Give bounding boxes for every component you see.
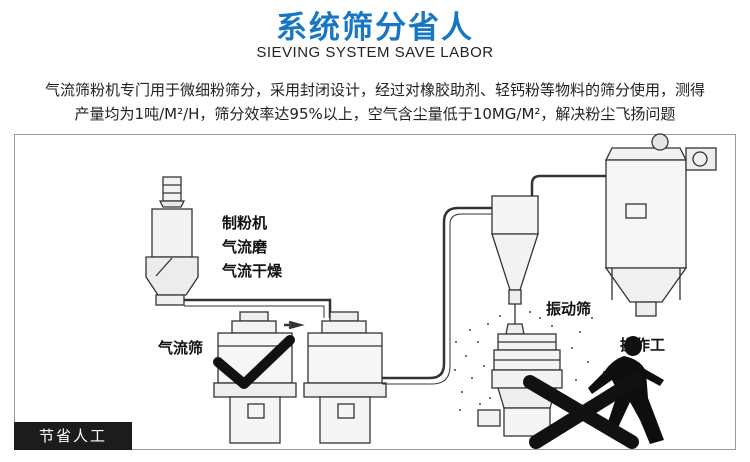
air-sieve-right (303, 311, 387, 444)
description-line-2: 产量均为1吨/M²/H，筛分效率达95%以上，空气含尘量低于10MG/M²，解决… (74, 105, 676, 123)
cyclone (491, 174, 600, 324)
mill-label-1: 制粉机 (222, 214, 268, 232)
operator-label: 操作工 (620, 336, 666, 354)
vibrating-sieve-label: 振动筛 (546, 300, 592, 318)
bag-filter (600, 133, 717, 317)
mill-label-3: 气流干燥 (222, 262, 283, 280)
description-line-1: 气流筛粉机专门用于微细粉筛分，采用封闭设计，经过对橡胶助剂、轻钙粉等物料的筛分使… (44, 81, 705, 99)
operator-figure (588, 336, 664, 444)
vibrating-sieve (477, 323, 563, 437)
air-sieve-label: 气流筛 (158, 339, 204, 357)
cross-mark-icon (523, 373, 643, 449)
dust-particles (454, 311, 605, 411)
mill-machine (145, 176, 199, 306)
description: 气流筛粉机专门用于微细粉筛分，采用封闭设计，经过对橡胶助剂、轻钙粉等物料的筛分使… (20, 78, 730, 126)
air-sieve-left (213, 311, 297, 444)
check-mark-icon (213, 335, 295, 389)
save-labor-badge: 节省人工 (14, 422, 132, 450)
page-title: 系统筛分省人 (276, 10, 474, 46)
diagram-frame (14, 134, 736, 450)
mill-label-2: 气流磨 (222, 238, 268, 256)
page-subtitle: SIEVING SYSTEM SAVE LABOR (256, 44, 494, 61)
